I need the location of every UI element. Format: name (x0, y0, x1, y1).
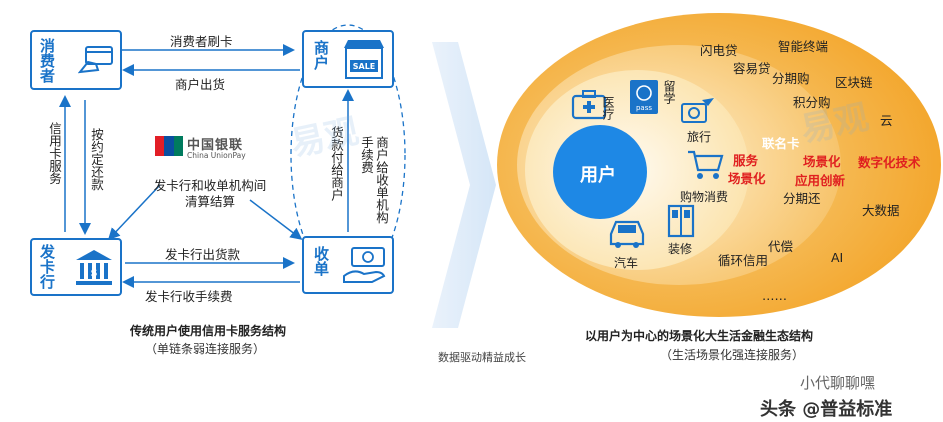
edge-merchant-fee: 商户给收单机构手续费 (359, 136, 389, 224)
left-diagram-connectors (59, 24, 406, 288)
issuer-node: 发卡行 $ (30, 238, 122, 296)
edge-consumer-swipe: 消费者刷卡 (170, 34, 233, 49)
study-abroad-label: 留学 (662, 80, 676, 104)
unionpay-logo: 中国银联 China UnionPay (155, 134, 263, 166)
term-blockchain: 区块链 (835, 75, 873, 90)
edge-issuer-fee: 发卡行收手续费 (145, 289, 233, 304)
footer-toutiao: 头条 @普益标准 (760, 399, 893, 420)
medical-label: 医疗 (601, 96, 615, 120)
term-flash-loan: 闪电贷 (700, 43, 738, 58)
user-circle (553, 125, 647, 219)
footer-wechat-name: 小代聊聊嘿 (800, 374, 876, 392)
term-installment-repay: 分期还 (783, 191, 821, 206)
term-app-innovation: 应用创新 (795, 173, 846, 188)
acquirer-label: 收单 (312, 246, 330, 276)
term-digital-tech: 数字化技术 (858, 155, 921, 170)
term-scenario-mid: 场景化 (803, 154, 841, 169)
issuer-label: 发卡行 (38, 244, 56, 289)
big-chevron-arrow (432, 42, 496, 328)
sale-sign-text: SALE (353, 62, 376, 71)
passport-icon: pass (630, 80, 658, 114)
decoration-label: 装修 (668, 242, 693, 256)
term-smart-terminal: 智能终端 (778, 39, 829, 54)
svg-text:$: $ (91, 268, 98, 279)
user-center-label: 用户 (580, 165, 616, 186)
right-caption: 以用户为中心的场景化大生活金融生态结构 (585, 329, 814, 343)
left-caption: 传统用户使用信用卡服务结构 (130, 324, 287, 338)
merchant-acquirer-dashed-loop (290, 24, 406, 286)
term-installment-buy: 分期购 (772, 71, 810, 86)
term-easy-loan: 容易贷 (733, 61, 771, 76)
acquirer-node: 收单 (302, 236, 394, 294)
middle-label: 数据驱动精益成长 (438, 351, 526, 364)
term-ai: AI (831, 250, 844, 265)
arrow-unionpay-to-issuer (107, 184, 161, 241)
card-in-hand-icon (78, 46, 113, 74)
term-scenario-inner: 场景化 (728, 171, 766, 186)
wardrobe-icon (667, 204, 695, 238)
car-icon (609, 220, 645, 248)
bank-icon: $ (76, 250, 112, 285)
edge-repay: 按约定还款 (89, 128, 104, 191)
consumer-label: 消费者 (38, 38, 56, 83)
term-revolving-credit: 循环信用 (718, 253, 769, 268)
left-subcaption: （单链条弱连接服务） (145, 342, 266, 356)
edge-unionpay-settle: 发卡行和收单机构间清算结算 (153, 178, 267, 209)
term-big-data: 大数据 (862, 203, 900, 218)
term-cobrand-card: 联名卡 (762, 136, 800, 151)
term-points-buy: 积分购 (793, 95, 831, 110)
shop-icon: SALE (344, 40, 384, 79)
medical-kit-icon (571, 90, 607, 120)
passport-text: pass (636, 104, 652, 112)
edge-pay-to-merchant: 货款付给商户 (329, 126, 344, 201)
footer-source: 小代聊聊嘿 头条 @普益标准 (760, 372, 892, 421)
merchant-node: 商户 SALE (302, 30, 394, 88)
right-subcaption: （生活场景化强连接服务） (660, 348, 805, 362)
merchant-label: 商户 (312, 40, 330, 70)
term-cloud: 云 (880, 113, 893, 128)
unionpay-en: China UnionPay (187, 151, 246, 160)
term-compensation: 代偿 (768, 239, 794, 254)
edge-merchant-ship: 商户出货 (175, 77, 226, 92)
shopping-cart-icon (688, 150, 724, 179)
term-ellipsis: …… (762, 288, 787, 303)
car-label: 汽车 (614, 256, 639, 270)
unionpay-cn: 中国银联 (187, 138, 244, 153)
shopping-label: 购物消费 (680, 190, 729, 204)
edge-issuer-pay: 发卡行出货款 (165, 247, 241, 262)
tourism-label: 旅行 (687, 130, 712, 144)
arrow-unionpay-to-acquirer (249, 199, 303, 240)
edge-credit-service: 信用卡服务 (47, 122, 62, 185)
cash-in-hand-icon (343, 247, 386, 283)
term-service: 服务 (733, 153, 759, 168)
consumer-node: 消费者 (30, 30, 122, 90)
unionpay-card-icon (155, 136, 183, 156)
camera-plane-icon (681, 98, 714, 123)
